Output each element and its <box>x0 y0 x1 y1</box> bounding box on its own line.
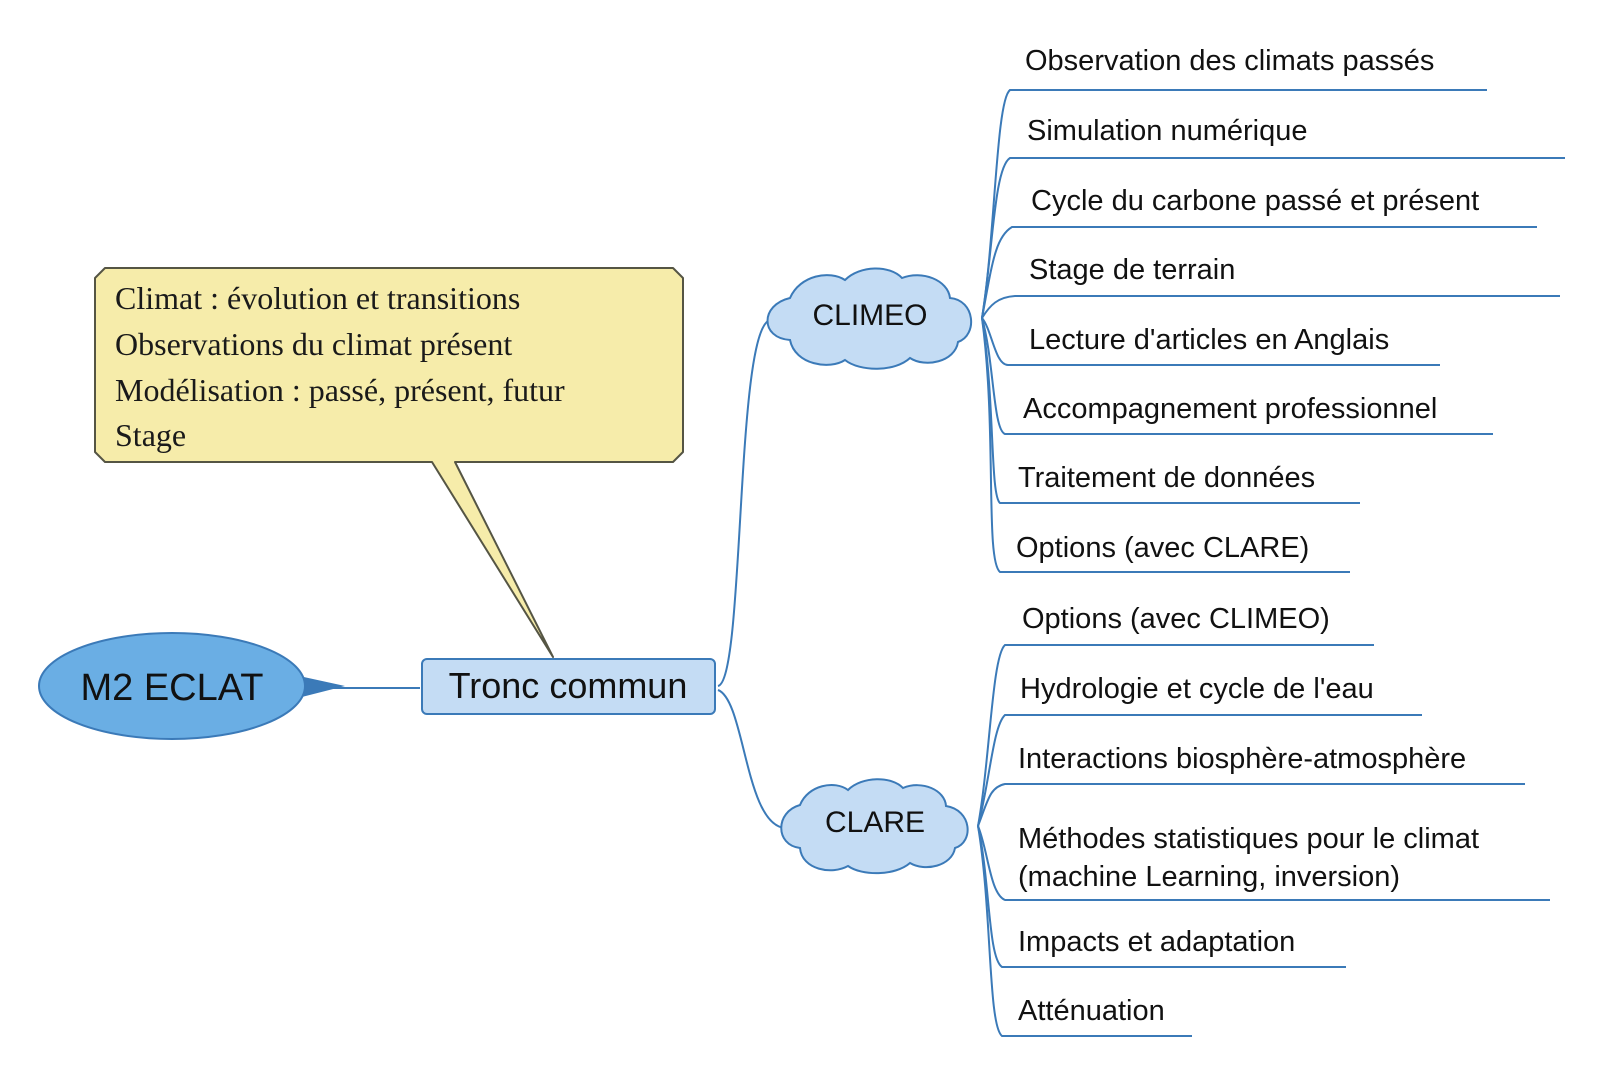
clare-item-4-line-1[interactable]: Méthodes statistiques pour le climat <box>1018 823 1479 855</box>
connector-tronc-clare <box>717 689 786 829</box>
callout-line-2: Observations du climat présent <box>115 326 512 362</box>
climeo-item-3[interactable]: Cycle du carbone passé et présent <box>1031 185 1479 217</box>
connectors <box>300 89 1565 1037</box>
climeo-label: CLIMEO <box>812 299 927 332</box>
climeo-item-5[interactable]: Lecture d'articles en Anglais <box>1029 324 1389 356</box>
clare-item-3[interactable]: Interactions biosphère-atmosphère <box>1018 743 1466 775</box>
connector-climeo-3 <box>981 226 1537 319</box>
clare-item-1[interactable]: Options (avec CLIMEO) <box>1022 603 1330 635</box>
clare-cloud <box>780 778 969 875</box>
connector-tronc-climeo <box>717 319 771 687</box>
callout-shape <box>94 267 684 658</box>
connector-clare-3 <box>977 783 1525 827</box>
clare-items: Options (avec CLIMEO) Hydrologie et cycl… <box>1018 603 1479 1027</box>
clare-node[interactable]: CLARE <box>780 778 969 875</box>
callout: Climat : évolution et transitions Observ… <box>94 267 684 658</box>
climeo-item-6[interactable]: Accompagnement professionnel <box>1023 393 1437 425</box>
connector-clare-1 <box>977 644 1374 827</box>
clare-item-5[interactable]: Impacts et adaptation <box>1018 926 1295 958</box>
connector-clare-2 <box>977 714 1422 827</box>
root-ellipse <box>38 632 306 740</box>
climeo-item-1[interactable]: Observation des climats passés <box>1025 45 1434 77</box>
tronc-box <box>421 658 716 715</box>
root-node[interactable]: M2 ECLAT <box>38 632 345 740</box>
root-label: M2 ECLAT <box>80 667 263 709</box>
tronc-label: Tronc commun <box>449 665 688 706</box>
clare-item-2[interactable]: Hydrologie et cycle de l'eau <box>1020 673 1374 705</box>
connector-climeo-6 <box>981 317 1493 435</box>
climeo-item-7[interactable]: Traitement de données <box>1018 462 1315 494</box>
connector-climeo-5 <box>981 317 1440 366</box>
clare-item-4-line-2[interactable]: (machine Learning, inversion) <box>1018 861 1400 893</box>
climeo-item-8[interactable]: Options (avec CLARE) <box>1016 532 1309 564</box>
clare-item-6[interactable]: Atténuation <box>1018 995 1165 1027</box>
connector-clare-4 <box>977 825 1550 901</box>
connector-climeo-4 <box>981 295 1560 319</box>
climeo-items: Observation des climats passés Simulatio… <box>1016 45 1479 564</box>
climeo-item-4[interactable]: Stage de terrain <box>1029 254 1235 286</box>
climeo-cloud <box>766 267 973 370</box>
climeo-item-2[interactable]: Simulation numérique <box>1027 115 1307 147</box>
connector-climeo-8 <box>981 317 1350 573</box>
tronc-node[interactable]: Tronc commun <box>421 658 716 715</box>
connector-climeo-2 <box>981 157 1565 319</box>
callout-line-1: Climat : évolution et transitions <box>115 280 520 316</box>
climeo-node[interactable]: CLIMEO <box>766 267 973 370</box>
callout-line-3: Modélisation : passé, présent, futur <box>115 372 565 408</box>
connector-clare-6 <box>977 825 1192 1037</box>
clare-label: CLARE <box>825 806 925 839</box>
callout-line-4: Stage <box>115 417 186 453</box>
